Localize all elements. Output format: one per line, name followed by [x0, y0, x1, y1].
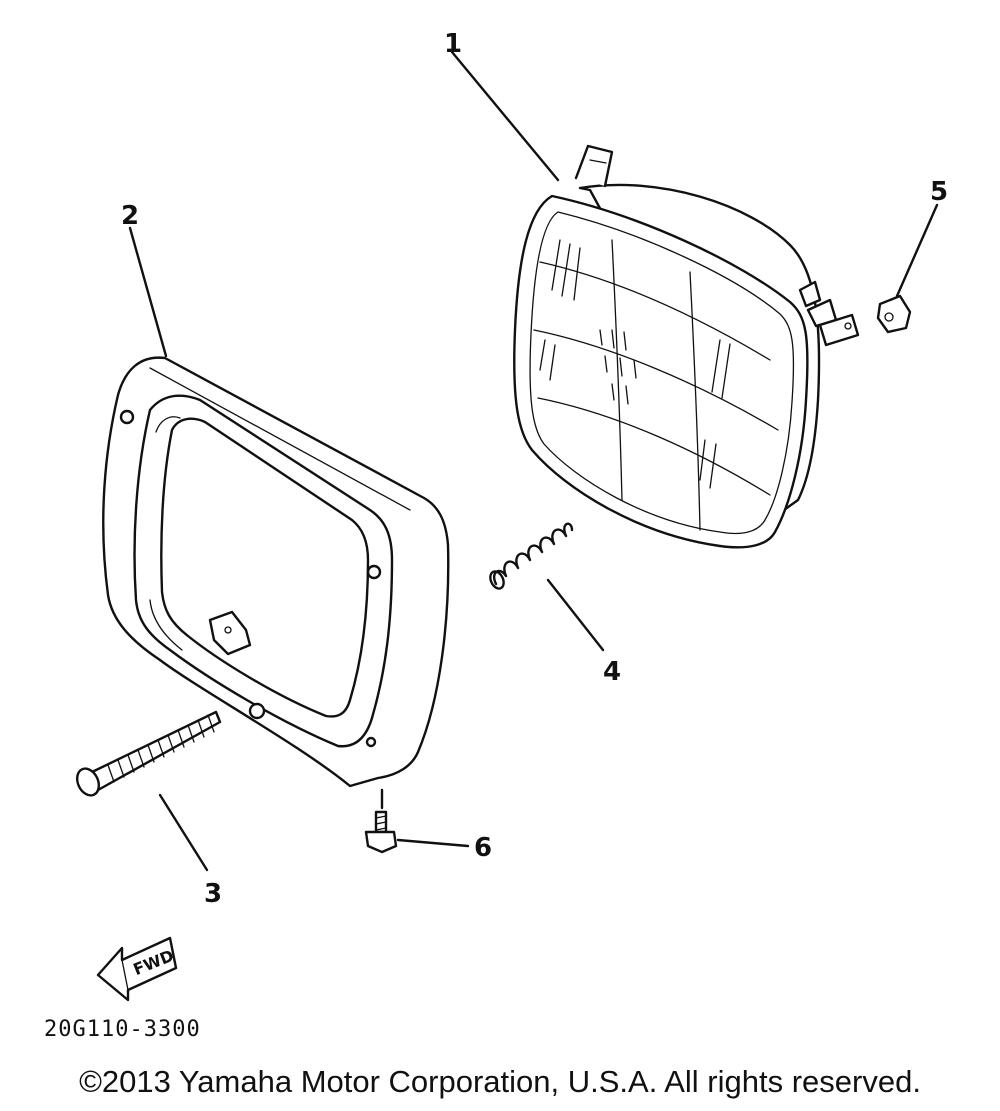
headlight-unit	[513, 144, 860, 549]
bolt-part-6	[364, 788, 398, 854]
leader-lines	[128, 50, 939, 872]
diagram-part-code: 20G110-3300	[44, 1017, 201, 1042]
nut-part-5	[876, 294, 912, 334]
callout-6: 6	[474, 833, 492, 863]
spring-part-4	[489, 522, 574, 590]
screw-part-3	[75, 710, 222, 797]
callout-2: 2	[121, 201, 139, 231]
copyright-notice: ©2013 Yamaha Motor Corporation, U.S.A. A…	[79, 1064, 921, 1099]
callout-1: 1	[444, 29, 462, 59]
fwd-arrow-icon: FWD	[96, 936, 178, 1002]
callout-4: 4	[603, 657, 621, 687]
callout-5: 5	[930, 177, 948, 207]
headlight-rim	[102, 356, 450, 788]
callout-3: 3	[204, 879, 222, 909]
